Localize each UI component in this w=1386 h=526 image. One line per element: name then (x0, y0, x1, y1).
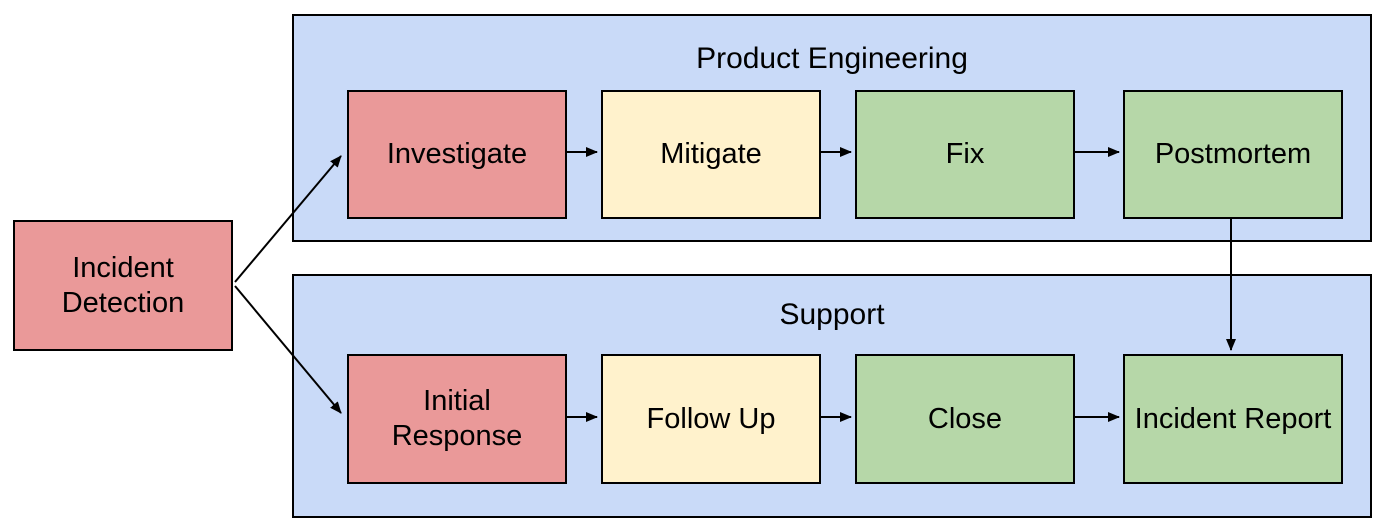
node-initial-response: Initial Response (347, 354, 567, 484)
node-incident-detection: Incident Detection (13, 220, 233, 351)
lane-product-engineering: Product Engineering Investigate Mitigate… (292, 14, 1372, 242)
node-follow-up: Follow Up (601, 354, 821, 484)
lane-title-product-engineering: Product Engineering (696, 42, 968, 75)
node-close: Close (855, 354, 1075, 484)
node-postmortem: Postmortem (1123, 90, 1343, 219)
node-investigate: Investigate (347, 90, 567, 219)
node-fix: Fix (855, 90, 1075, 219)
node-incident-report: Incident Report (1123, 354, 1343, 484)
lane-support: Support Initial Response Follow Up Close… (292, 274, 1372, 518)
lane-title-support: Support (779, 298, 885, 331)
node-mitigate: Mitigate (601, 90, 821, 219)
